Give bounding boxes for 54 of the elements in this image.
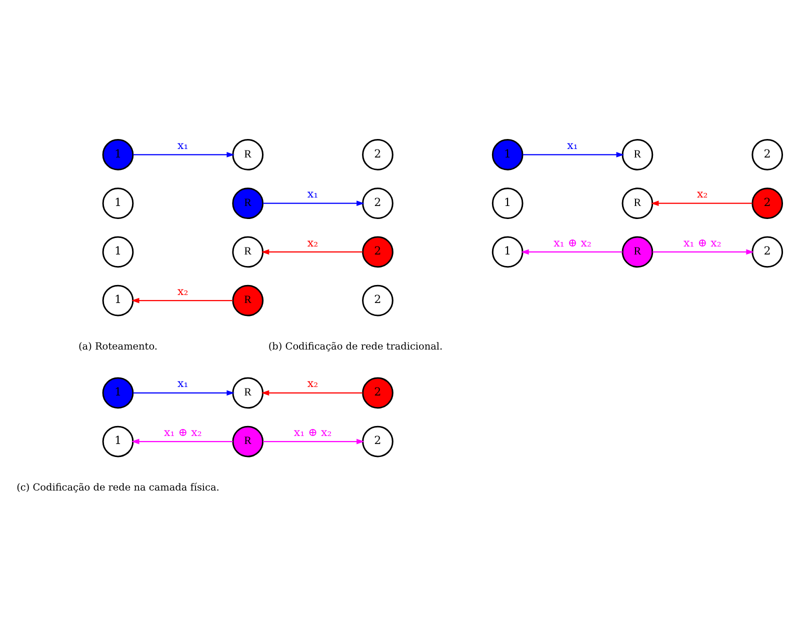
- arrow: [263, 200, 364, 206]
- edge-label: x₂: [307, 376, 318, 390]
- node-circle: 1: [492, 138, 524, 170]
- edge-label: x₁ ⊕ x₂: [164, 425, 202, 438]
- arrow: [261, 248, 363, 254]
- node-circle: 2: [362, 236, 394, 268]
- node-circle: R: [232, 376, 264, 408]
- node-circle: 1: [102, 376, 134, 408]
- edge-label: x₂: [178, 284, 188, 298]
- node-circle: 1: [102, 187, 134, 219]
- edge-label: x₂: [307, 236, 318, 249]
- node-circle: R: [232, 236, 264, 268]
- label: (a) Roteamento.: [78, 340, 158, 352]
- arrow: [652, 248, 754, 254]
- edge-label: x₁: [567, 138, 578, 152]
- label: (c) Codificação de rede na camada física.: [16, 482, 220, 493]
- node-circle: 2: [362, 187, 394, 219]
- node-circle: R: [622, 138, 654, 170]
- node-circle: 2: [752, 187, 784, 219]
- label: (b) Codificação de rede tradicional.: [268, 340, 443, 352]
- edge-label: x₂: [697, 187, 708, 200]
- edge-label: x₁: [178, 376, 188, 390]
- arrow: [133, 151, 234, 157]
- edge-label: x₁ ⊕ x₂: [294, 425, 332, 438]
- node-circle: 1: [102, 284, 134, 316]
- node-circle: 2: [752, 138, 784, 170]
- node-circle: 1: [492, 236, 524, 268]
- node-circle: 1: [102, 138, 134, 170]
- node-circle: R: [232, 187, 264, 219]
- node-circle: 2: [362, 425, 394, 457]
- node-circle: 2: [362, 138, 394, 170]
- node-circle: 1: [102, 425, 134, 457]
- edge-label: x₁ ⊕ x₂: [684, 236, 722, 249]
- node-circle: 2: [752, 236, 784, 268]
- node-circle: R: [232, 138, 264, 170]
- arrow: [521, 248, 622, 254]
- node-circle: 1: [102, 236, 134, 268]
- edge-label: x₁: [307, 187, 318, 200]
- node-circle: 2: [362, 284, 394, 316]
- arrow: [263, 438, 364, 444]
- node-circle: R: [232, 425, 264, 457]
- node-circle: 1: [492, 187, 524, 219]
- node-circle: 2: [362, 376, 394, 408]
- arrow: [131, 438, 233, 444]
- arrow: [522, 151, 624, 157]
- arrow: [131, 297, 233, 303]
- node-circle: R: [622, 187, 654, 219]
- edge-label: x₁: [178, 138, 188, 152]
- arrow: [650, 200, 752, 206]
- arrow: [261, 390, 363, 396]
- edge-label: x₁ ⊕ x₂: [554, 236, 592, 249]
- node-circle: R: [622, 236, 654, 268]
- node-circle: R: [232, 284, 264, 316]
- arrow: [133, 390, 234, 396]
